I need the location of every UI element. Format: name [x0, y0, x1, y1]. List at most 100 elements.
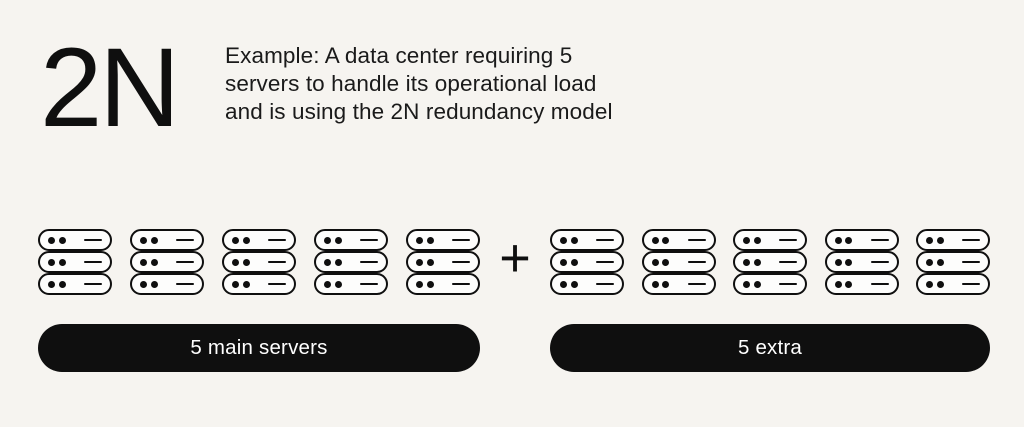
extra-servers-label: 5 extra — [737, 336, 803, 359]
vent-dash-icon — [452, 260, 470, 264]
indicator-dot-icon — [324, 236, 331, 244]
indicator-dot-icon — [936, 258, 944, 266]
vent-dash-icon — [84, 260, 102, 264]
server-rack-icon — [733, 229, 807, 295]
server-unit — [550, 229, 624, 251]
server-row-extra — [550, 229, 990, 295]
redundancy-model-title: 2N — [40, 25, 180, 150]
indicator-dot-icon — [58, 280, 66, 288]
indicator-dot-icon — [426, 280, 434, 288]
indicator-dot-icon — [845, 258, 852, 266]
server-row-main — [38, 229, 480, 295]
vent-dash-icon — [360, 260, 378, 264]
indicator-dot-icon — [651, 258, 659, 266]
server-unit — [222, 251, 296, 273]
vent-dash-icon — [268, 282, 286, 286]
vent-dash-icon — [596, 282, 614, 286]
indicator-dot-icon — [150, 258, 158, 266]
server-rack-icon — [824, 229, 899, 295]
server-unit — [641, 251, 716, 273]
server-unit — [314, 229, 388, 251]
indicator-dot-icon — [845, 236, 852, 244]
description-line-1: Example: A data center requiring 5 — [225, 43, 573, 68]
vent-dash-icon — [360, 282, 378, 286]
vent-dash-icon — [452, 238, 470, 242]
server-unit — [38, 251, 112, 273]
indicator-dot-icon — [58, 258, 66, 266]
indicator-dot-icon — [743, 280, 750, 288]
indicator-dot-icon — [140, 258, 147, 266]
indicator-dot-icon — [834, 258, 842, 266]
indicator-dot-icon — [570, 236, 578, 244]
vent-dash-icon — [268, 238, 286, 242]
indicator-dot-icon — [232, 258, 239, 266]
server-rack-icon — [406, 229, 480, 295]
indicator-dot-icon — [570, 258, 578, 266]
server-unit — [641, 229, 716, 251]
indicator-dot-icon — [936, 280, 944, 288]
server-unit — [314, 273, 388, 295]
indicator-dot-icon — [150, 280, 158, 288]
indicator-dot-icon — [743, 236, 750, 244]
server-unit — [641, 273, 716, 295]
vent-dash-icon — [596, 238, 614, 242]
server-unit — [130, 273, 204, 295]
indicator-dot-icon — [662, 236, 669, 244]
vent-dash-icon — [779, 238, 797, 242]
vent-dash-icon — [84, 282, 102, 286]
indicator-dot-icon — [48, 236, 55, 244]
server-group-main: 5 main servers — [38, 229, 480, 372]
indicator-dot-icon — [845, 280, 852, 288]
main-servers-label-pill: 5 main servers — [38, 324, 480, 372]
vent-dash-icon — [176, 260, 194, 264]
server-unit — [824, 229, 899, 251]
vent-dash-icon — [452, 282, 470, 286]
indicator-dot-icon — [334, 236, 342, 244]
main-servers-label: 5 main servers — [190, 336, 328, 359]
indicator-dot-icon — [651, 280, 659, 288]
server-unit — [222, 229, 296, 251]
indicator-dot-icon — [334, 280, 342, 288]
indicator-dot-icon — [570, 280, 578, 288]
indicator-dot-icon — [926, 258, 933, 266]
indicator-dot-icon — [753, 280, 761, 288]
indicator-dot-icon — [926, 236, 933, 244]
server-rack-icon — [130, 229, 204, 295]
server-unit — [916, 229, 990, 251]
server-unit — [130, 229, 204, 251]
indicator-dot-icon — [834, 236, 842, 244]
server-unit — [130, 251, 204, 273]
server-unit — [733, 229, 807, 251]
indicator-dot-icon — [426, 236, 434, 244]
indicator-dot-icon — [426, 258, 434, 266]
server-unit — [916, 251, 990, 273]
indicator-dot-icon — [416, 236, 423, 244]
vent-dash-icon — [870, 260, 889, 264]
server-rack-icon — [641, 229, 716, 295]
indicator-dot-icon — [834, 280, 842, 288]
indicator-dot-icon — [662, 280, 669, 288]
vent-dash-icon — [687, 260, 706, 264]
server-rack-icon — [38, 229, 112, 295]
server-unit — [222, 273, 296, 295]
indicator-dot-icon — [140, 280, 147, 288]
vent-dash-icon — [84, 238, 102, 242]
indicator-dot-icon — [242, 258, 250, 266]
indicator-dot-icon — [232, 280, 239, 288]
server-unit — [916, 273, 990, 295]
plus-icon: + — [499, 228, 531, 288]
example-description: Example: A data center requiring 5 serve… — [225, 42, 613, 126]
server-unit — [824, 251, 899, 273]
redundancy-diagram: 5 main servers + 5 extra — [38, 228, 990, 372]
vent-dash-icon — [687, 282, 706, 286]
indicator-dot-icon — [651, 236, 659, 244]
indicator-dot-icon — [936, 236, 944, 244]
indicator-dot-icon — [334, 258, 342, 266]
indicator-dot-icon — [926, 280, 933, 288]
server-unit — [38, 273, 112, 295]
vent-dash-icon — [176, 282, 194, 286]
indicator-dot-icon — [662, 258, 669, 266]
indicator-dot-icon — [416, 258, 423, 266]
server-rack-icon — [916, 229, 990, 295]
